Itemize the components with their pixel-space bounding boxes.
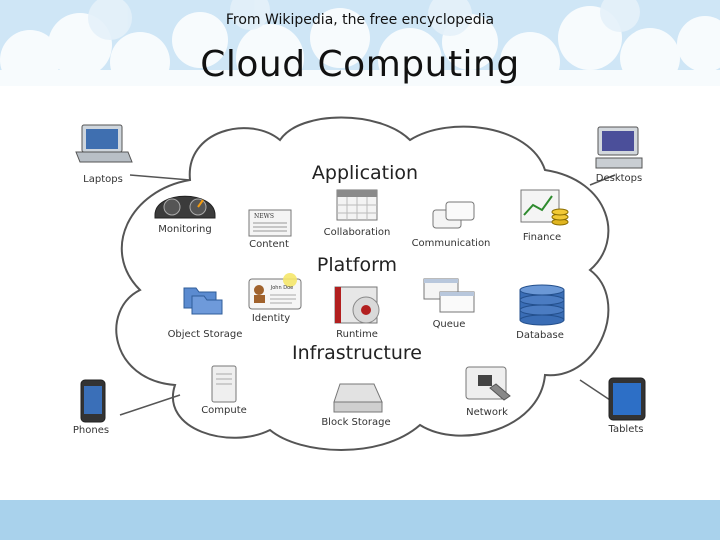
device-label-tablets: Tablets bbox=[608, 424, 644, 435]
runtime-disc-icon bbox=[334, 286, 380, 324]
layer-application: Application bbox=[312, 162, 418, 184]
cloud-computing-diagram: Application Platform Infrastructure Lapt… bbox=[73, 116, 646, 451]
service-label-compute: Compute bbox=[201, 405, 247, 416]
service-label-object-storage: Object Storage bbox=[168, 329, 243, 340]
device-label-phones: Phones bbox=[73, 425, 109, 436]
layer-infrastructure: Infrastructure bbox=[292, 342, 422, 364]
service-label-block-storage: Block Storage bbox=[321, 417, 390, 428]
layer-platform: Platform bbox=[317, 254, 397, 276]
source-caption: From Wikipedia, the free encyclopedia bbox=[225, 12, 495, 28]
phone-icon bbox=[80, 379, 106, 423]
queue-windows-icon bbox=[423, 278, 475, 313]
slide-title: Cloud Computing bbox=[200, 44, 520, 85]
device-label-laptops: Laptops bbox=[83, 174, 123, 185]
collaboration-calendar-icon bbox=[336, 189, 378, 221]
desktop-icon bbox=[595, 126, 643, 169]
server-tower-icon bbox=[211, 365, 237, 403]
service-label-identity: Identity bbox=[252, 313, 290, 324]
database-icon bbox=[519, 284, 565, 326]
network-port-icon bbox=[465, 366, 511, 401]
service-label-finance: Finance bbox=[523, 232, 561, 243]
chat-bubbles-icon bbox=[432, 201, 475, 229]
sky-background bbox=[0, 0, 720, 100]
service-label-runtime: Runtime bbox=[336, 329, 378, 340]
service-label-network: Network bbox=[466, 407, 508, 418]
device-label-desktops: Desktops bbox=[596, 173, 642, 184]
id-card-name: John Doe bbox=[270, 285, 293, 291]
tablet-icon bbox=[608, 377, 646, 421]
service-label-collaboration: Collaboration bbox=[324, 227, 391, 238]
footer-bar bbox=[0, 500, 720, 540]
service-label-monitoring: Monitoring bbox=[158, 224, 211, 235]
id-card-icon: John Doe bbox=[248, 273, 302, 310]
service-label-content: Content bbox=[249, 239, 289, 250]
laptop-icon bbox=[75, 124, 133, 163]
service-label-queue: Queue bbox=[433, 319, 466, 330]
newspaper-icon: NEWS bbox=[248, 209, 292, 237]
monitoring-gauge-icon bbox=[154, 195, 216, 219]
hard-drive-icon bbox=[333, 383, 383, 413]
svg-text:NEWS: NEWS bbox=[254, 213, 274, 220]
service-label-communication: Communication bbox=[412, 238, 491, 249]
service-label-database: Database bbox=[516, 330, 564, 341]
folders-icon bbox=[183, 287, 223, 315]
finance-chart-icon bbox=[520, 189, 569, 226]
